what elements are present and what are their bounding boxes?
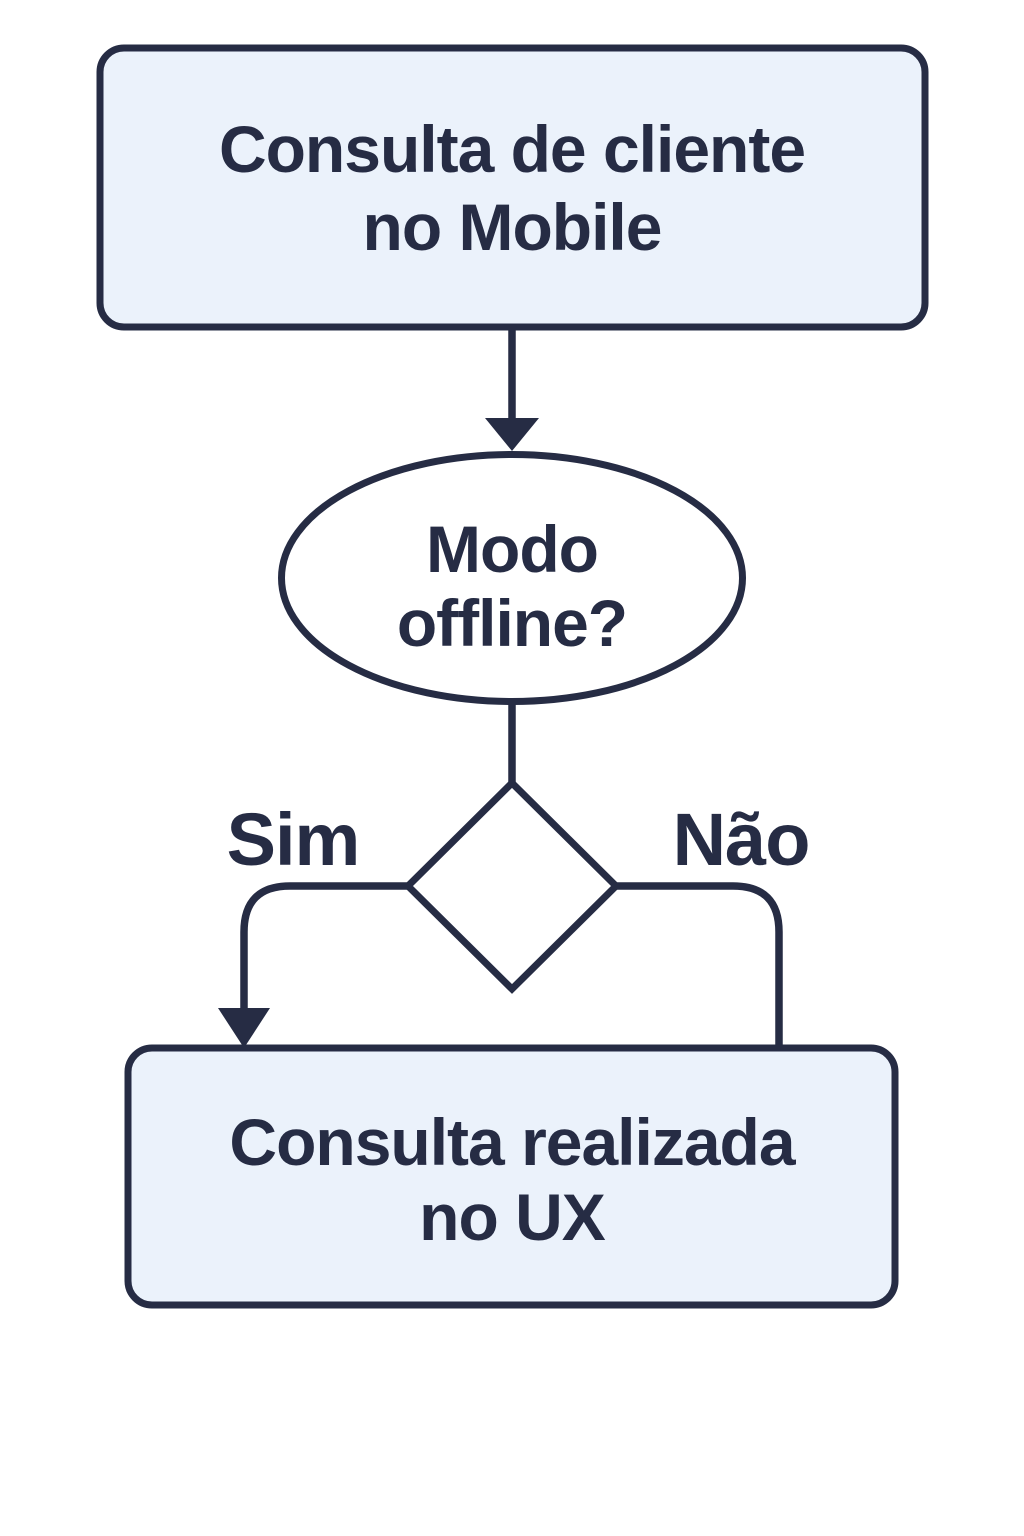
node-start-shape	[96, 44, 929, 331]
node-decision-shape	[403, 778, 621, 994]
node-question-label-line1: Modo	[426, 512, 598, 586]
arrow-down-icon	[485, 418, 539, 451]
edge-decision-end-no-line	[616, 882, 783, 1051]
node-start: Consulta de cliente no Mobile	[96, 44, 929, 331]
node-end-shape	[124, 1044, 899, 1309]
node-question-label-line2: offline?	[397, 586, 627, 660]
edge-decision-end-yes-line	[240, 882, 408, 1012]
node-question-shape	[278, 451, 746, 705]
node-end: Consulta realizada no UX	[124, 1044, 899, 1309]
node-start-label-line1: Consulta de cliente	[219, 112, 805, 186]
node-end-label-line2: no UX	[419, 1180, 606, 1254]
edge-label-no: Não	[673, 798, 810, 881]
node-end-label-line1: Consulta realizada	[229, 1105, 796, 1179]
node-start-label-line2: no Mobile	[363, 190, 662, 264]
arrow-down-icon	[218, 1008, 270, 1048]
edge-start-question	[485, 327, 539, 451]
edge-label-yes: Sim	[227, 798, 360, 881]
edge-decision-end-yes	[218, 882, 408, 1048]
node-question: Modo offline?	[278, 451, 746, 705]
